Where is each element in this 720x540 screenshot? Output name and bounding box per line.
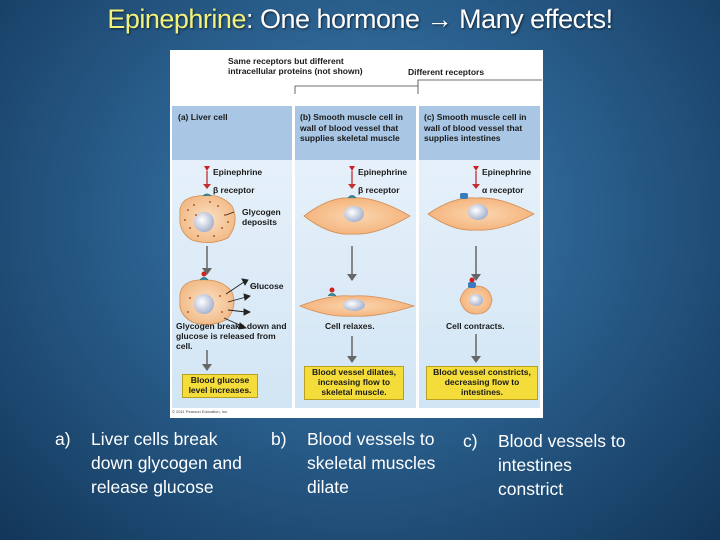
title-rest: : One hormone bbox=[245, 4, 427, 34]
caption-b-label: b) bbox=[271, 429, 287, 449]
caption-a-text: Liver cells break down glycogen and rele… bbox=[91, 429, 242, 497]
panel-a-graphics bbox=[179, 166, 258, 371]
panel-a-outcome: Blood glucose level increases. bbox=[182, 374, 258, 398]
panel-c-hormone: Epinephrine bbox=[482, 167, 532, 177]
panel-c-header-bg bbox=[419, 106, 540, 160]
panel-c-outcome: Blood vessel constricts, decreasing flow… bbox=[426, 366, 538, 400]
caption-c: c) Blood vessels to intestines constrict bbox=[463, 429, 643, 509]
title-tail: Many effects! bbox=[452, 4, 613, 34]
panel-a-receptor: β receptor bbox=[213, 185, 255, 195]
panel-a-header: (a) Liver cell bbox=[178, 112, 228, 122]
panel-a-hormone: Epinephrine bbox=[213, 167, 263, 177]
panel-c-graphics bbox=[427, 166, 535, 363]
bracket-lines bbox=[294, 79, 542, 94]
panel-b-hormone: Epinephrine bbox=[358, 167, 408, 177]
diagram-graphics bbox=[172, 79, 542, 408]
panel-c-header: (c) Smooth muscle cell in wall of blood … bbox=[424, 112, 527, 143]
right-arrow-icon: → bbox=[426, 4, 453, 34]
glycogen-label: Glycogen deposits bbox=[242, 207, 281, 227]
title-highlight: Epinephrine bbox=[107, 4, 246, 34]
glucose-label: Glucose bbox=[250, 281, 284, 291]
caption-c-text: Blood vessels to intestines constrict bbox=[498, 431, 626, 499]
caption-a-label: a) bbox=[55, 429, 71, 449]
panel-b-result: Cell relaxes. bbox=[325, 321, 375, 331]
panel-c-receptor: α receptor bbox=[482, 185, 524, 195]
liver-nucleus-top bbox=[194, 212, 214, 232]
panel-b-receptor: β receptor bbox=[358, 185, 400, 195]
caption-c-label: c) bbox=[463, 431, 478, 451]
epinephrine-icon bbox=[204, 166, 210, 171]
top-note: Same receptors but different intracellul… bbox=[228, 56, 363, 76]
caption-a: a) Liver cells break down glycogen and r… bbox=[55, 427, 245, 527]
panel-c-result: Cell contracts. bbox=[446, 321, 505, 331]
caption-b: b) Blood vessels to skeletal muscles dil… bbox=[271, 427, 451, 507]
panel-b-graphics bbox=[298, 166, 416, 363]
panel-b-header-bg bbox=[295, 106, 416, 160]
liver-nucleus-bottom bbox=[194, 294, 214, 314]
diagram-figure: Same receptors but different intracellul… bbox=[170, 50, 543, 418]
top-note-right: Different receptors bbox=[408, 67, 485, 77]
copyright: © 2011 Pearson Education, Inc. bbox=[172, 409, 229, 414]
panel-a-result: Glycogen breaks down and glucose is rele… bbox=[176, 321, 287, 351]
panel-b-header: (b) Smooth muscle cell in wall of blood … bbox=[300, 112, 403, 143]
slide-title: Epinephrine: One hormone → Many effects! bbox=[0, 4, 720, 35]
panel-a-header-bg bbox=[172, 106, 292, 160]
panel-b-outcome: Blood vessel dilates, increasing flow to… bbox=[304, 366, 404, 400]
caption-b-text: Blood vessels to skeletal muscles dilate bbox=[307, 429, 436, 497]
